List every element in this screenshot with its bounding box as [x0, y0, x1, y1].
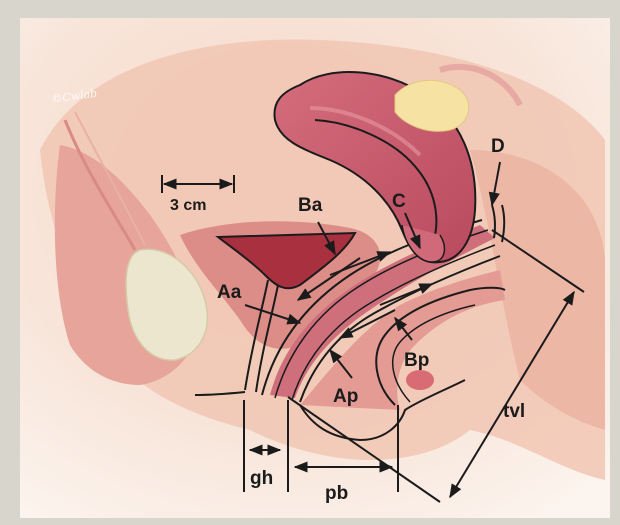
label-c: C: [392, 191, 406, 212]
label-gh: gh: [250, 468, 273, 489]
label-pb: pb: [325, 483, 348, 504]
label-aa: Aa: [217, 282, 242, 303]
label-d: D: [491, 136, 505, 157]
anal-sphincter: [406, 370, 434, 390]
label-ba: Ba: [298, 195, 323, 216]
scale-label: 3 cm: [170, 197, 206, 214]
label-bp: Bp: [404, 350, 429, 371]
label-ap: Ap: [333, 386, 358, 407]
label-tvl: tvl: [503, 401, 525, 422]
